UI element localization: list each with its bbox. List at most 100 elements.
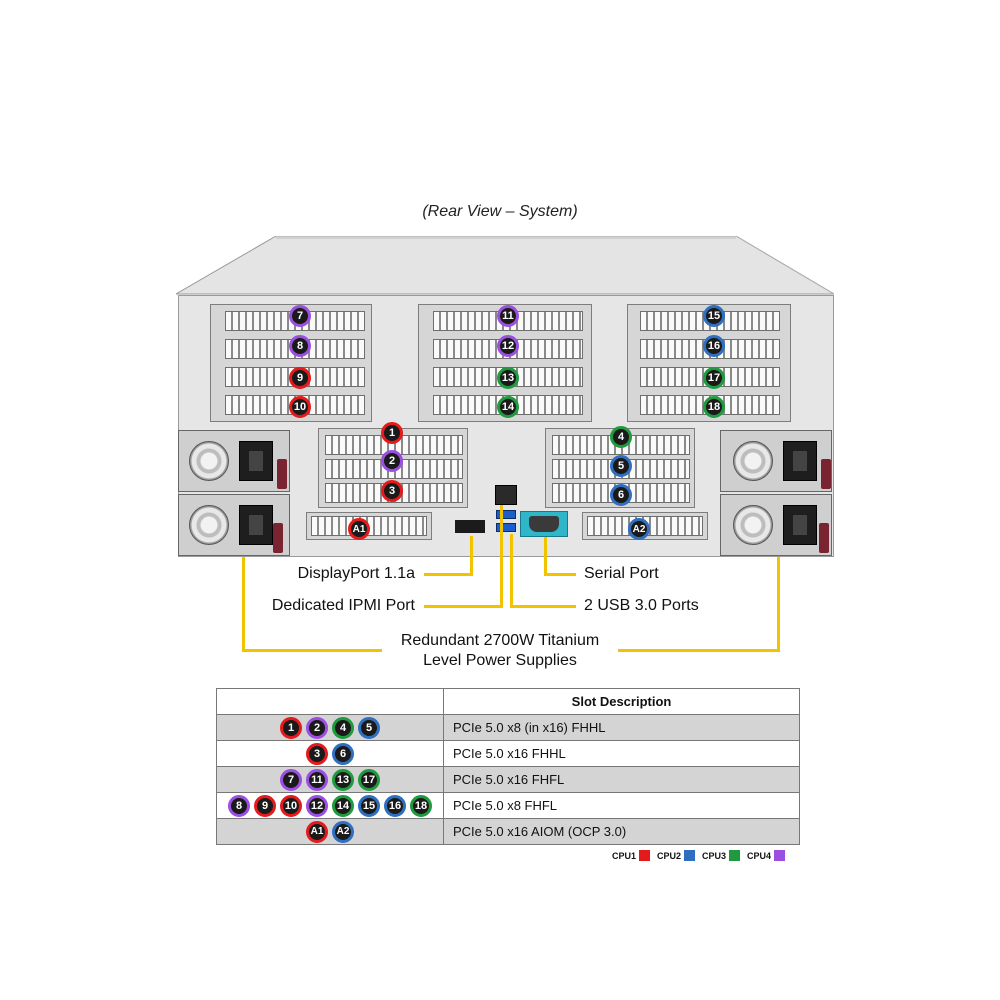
slot-badge-11: 11 [497, 305, 519, 327]
leader-psu-left-v [242, 557, 245, 652]
slot-badge-3: 3 [381, 480, 403, 502]
slot-badge: 16 [384, 794, 406, 817]
table-cell-description: PCIe 5.0 x16 FHFL [443, 766, 800, 793]
slot-badge-A1: A1 [348, 518, 370, 540]
slot-badge: 9 [254, 794, 276, 817]
psu-handle[interactable] [819, 523, 829, 553]
slot-badge-A2: A2 [628, 518, 650, 540]
slot-badge: 13 [332, 768, 354, 791]
leader-usb-h [510, 605, 576, 608]
slot-badge: 15 [358, 794, 380, 817]
label-usb: 2 USB 3.0 Ports [584, 597, 699, 614]
leader-ipmi-h [424, 605, 503, 608]
label-displayport: DisplayPort 1.1a [297, 565, 415, 582]
slot-badge-13: 13 [497, 367, 519, 389]
leader-serial-v [544, 537, 547, 576]
slot-badge-8: 8 [289, 335, 311, 357]
slot-badge-7: 7 [289, 305, 311, 327]
label-psu-line1: Redundant 2700W Titanium [400, 632, 600, 649]
label-serial: Serial Port [584, 565, 659, 582]
psu-handle[interactable] [277, 459, 287, 489]
table-cell-description: PCIe 5.0 x8 FHFL [443, 792, 800, 819]
ipmi-lan-port[interactable] [495, 485, 517, 505]
slot-badge: 6 [332, 742, 354, 765]
label-psu-line2: Level Power Supplies [423, 652, 577, 669]
slot-badge: 3 [306, 742, 328, 765]
slot-badge: 2 [306, 716, 328, 739]
slot-badge: 8 [228, 794, 250, 817]
leader-displayport-h [424, 573, 473, 576]
leader-serial-h [544, 573, 576, 576]
fan-icon [733, 441, 773, 481]
leader-displayport-v [470, 536, 473, 576]
psu-left-bottom [178, 494, 290, 556]
slot-badge-18: 18 [703, 396, 725, 418]
power-inlet-icon [239, 441, 273, 481]
usb-port-1[interactable] [496, 510, 516, 519]
psu-right-bottom [720, 494, 832, 556]
slot-badge-14: 14 [497, 396, 519, 418]
view-caption: (Rear View – System) [422, 203, 578, 220]
legend-cpu1: CPU1 [612, 850, 637, 861]
psu-right-top [720, 430, 832, 492]
leader-psu-right-v [777, 557, 780, 652]
legend-cpu3: CPU3 [702, 850, 727, 861]
legend-swatch-cpu1 [639, 850, 651, 861]
legend-cpu4: CPU4 [747, 850, 772, 861]
psu-left-top [178, 430, 290, 492]
table-cell-description: PCIe 5.0 x16 FHHL [443, 740, 800, 767]
slot-badge-5: 5 [610, 455, 632, 477]
legend-swatch-cpu3 [729, 850, 741, 861]
slot-badge-10: 10 [289, 396, 311, 418]
displayport-connector[interactable] [455, 520, 485, 533]
slot-badge: 4 [332, 716, 354, 739]
slot-badge: 14 [332, 794, 354, 817]
slot-badge: 5 [358, 716, 380, 739]
psu-handle[interactable] [273, 523, 283, 553]
cpu-legend: CPU1 CPU2 CPU3 CPU4 [612, 850, 786, 861]
leader-ipmi-v [500, 505, 503, 608]
slot-badge-15: 15 [703, 305, 725, 327]
usb-port-2[interactable] [496, 523, 516, 532]
fan-icon [733, 505, 773, 545]
fan-icon [189, 505, 229, 545]
slot-badge: 12 [306, 794, 328, 817]
chassis-top-cover [176, 236, 834, 295]
slot-badge-1: 1 [381, 422, 403, 444]
slot-badge-12: 12 [497, 335, 519, 357]
slot-badge-9: 9 [289, 367, 311, 389]
leader-psu-left-h [242, 649, 382, 652]
slot-badge: 17 [358, 768, 380, 791]
table-cell-description: PCIe 5.0 x16 AIOM (OCP 3.0) [443, 818, 800, 845]
table-header-slots [216, 688, 444, 715]
slot-badge-2: 2 [381, 450, 403, 472]
power-inlet-icon [783, 505, 817, 545]
legend-swatch-cpu2 [684, 850, 696, 861]
label-ipmi: Dedicated IPMI Port [271, 597, 415, 614]
slot-badge-17: 17 [703, 367, 725, 389]
fan-icon [189, 441, 229, 481]
slot-badge: 11 [306, 768, 328, 791]
table-cell-description: PCIe 5.0 x8 (in x16) FHHL [443, 714, 800, 741]
serial-port[interactable] [520, 511, 568, 537]
slot-badge: 10 [280, 794, 302, 817]
slot-badge-4: 4 [610, 426, 632, 448]
slot-badge-6: 6 [610, 484, 632, 506]
psu-handle[interactable] [821, 459, 831, 489]
table-header-description: Slot Description [443, 688, 800, 715]
power-inlet-icon [239, 505, 273, 545]
slot-badge: 1 [280, 716, 302, 739]
